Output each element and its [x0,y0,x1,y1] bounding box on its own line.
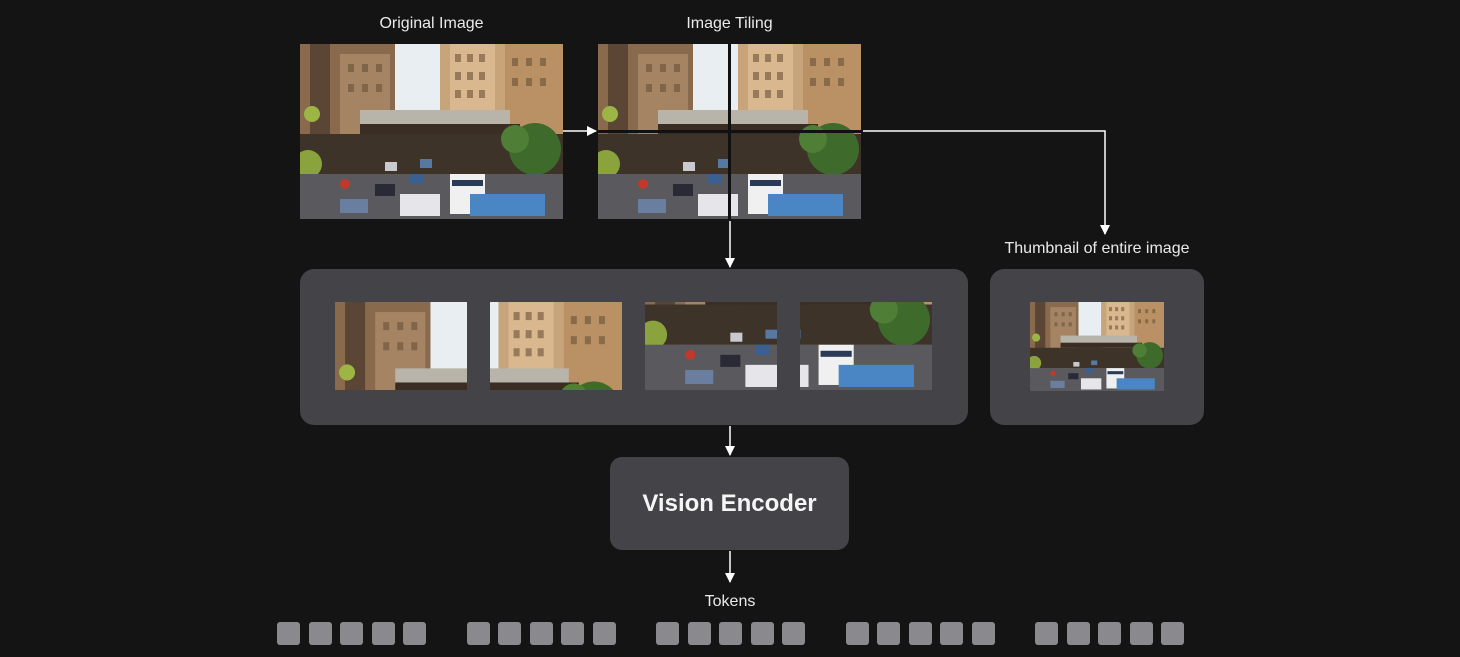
tile-bottom-left [645,302,777,390]
tile-top-left [335,302,467,390]
token-square [1098,622,1121,645]
token-square [308,622,332,645]
thumbnail-image [1030,302,1164,391]
vision-encoder-box: Vision Encoder [610,457,849,550]
token-square [687,622,711,645]
token-square [750,622,774,645]
original-image-label: Original Image [379,15,484,32]
token-square [592,622,616,645]
tokens-label: Tokens [704,593,756,610]
street-scene-photo-icon [490,302,622,390]
token-square [877,622,900,645]
street-scene-photo-icon [800,302,932,390]
tile-divider-horizontal [598,130,861,133]
token-square [1035,622,1058,645]
token-square [277,622,300,645]
token-square [561,622,584,645]
tile-bottom-right [800,302,932,390]
street-scene-photo-icon [1030,302,1164,391]
token-square [529,622,553,645]
token-square [908,622,932,645]
image-tiling-label: Image Tiling [686,15,773,32]
thumbnail-label: Thumbnail of entire image [1004,240,1190,257]
token-square [782,622,805,645]
street-scene-photo-icon [645,302,777,390]
token-square [971,622,995,645]
token-square [1066,622,1090,645]
token-square [1129,622,1153,645]
token-square [340,622,363,645]
thumbnail-panel [990,269,1204,425]
original-image [300,44,563,219]
token-square [466,622,490,645]
token-square [1161,622,1184,645]
token-square [656,622,679,645]
token-square [498,622,521,645]
tiled-image [598,44,861,219]
tiles-panel [300,269,968,425]
vision-encoder-label: Vision Encoder [642,489,817,517]
street-scene-photo-icon [335,302,467,390]
token-square [371,622,395,645]
street-scene-photo-icon [300,44,563,219]
token-square [940,622,963,645]
tile-top-right [490,302,622,390]
token-square [719,622,742,645]
token-square [845,622,869,645]
token-square [403,622,426,645]
